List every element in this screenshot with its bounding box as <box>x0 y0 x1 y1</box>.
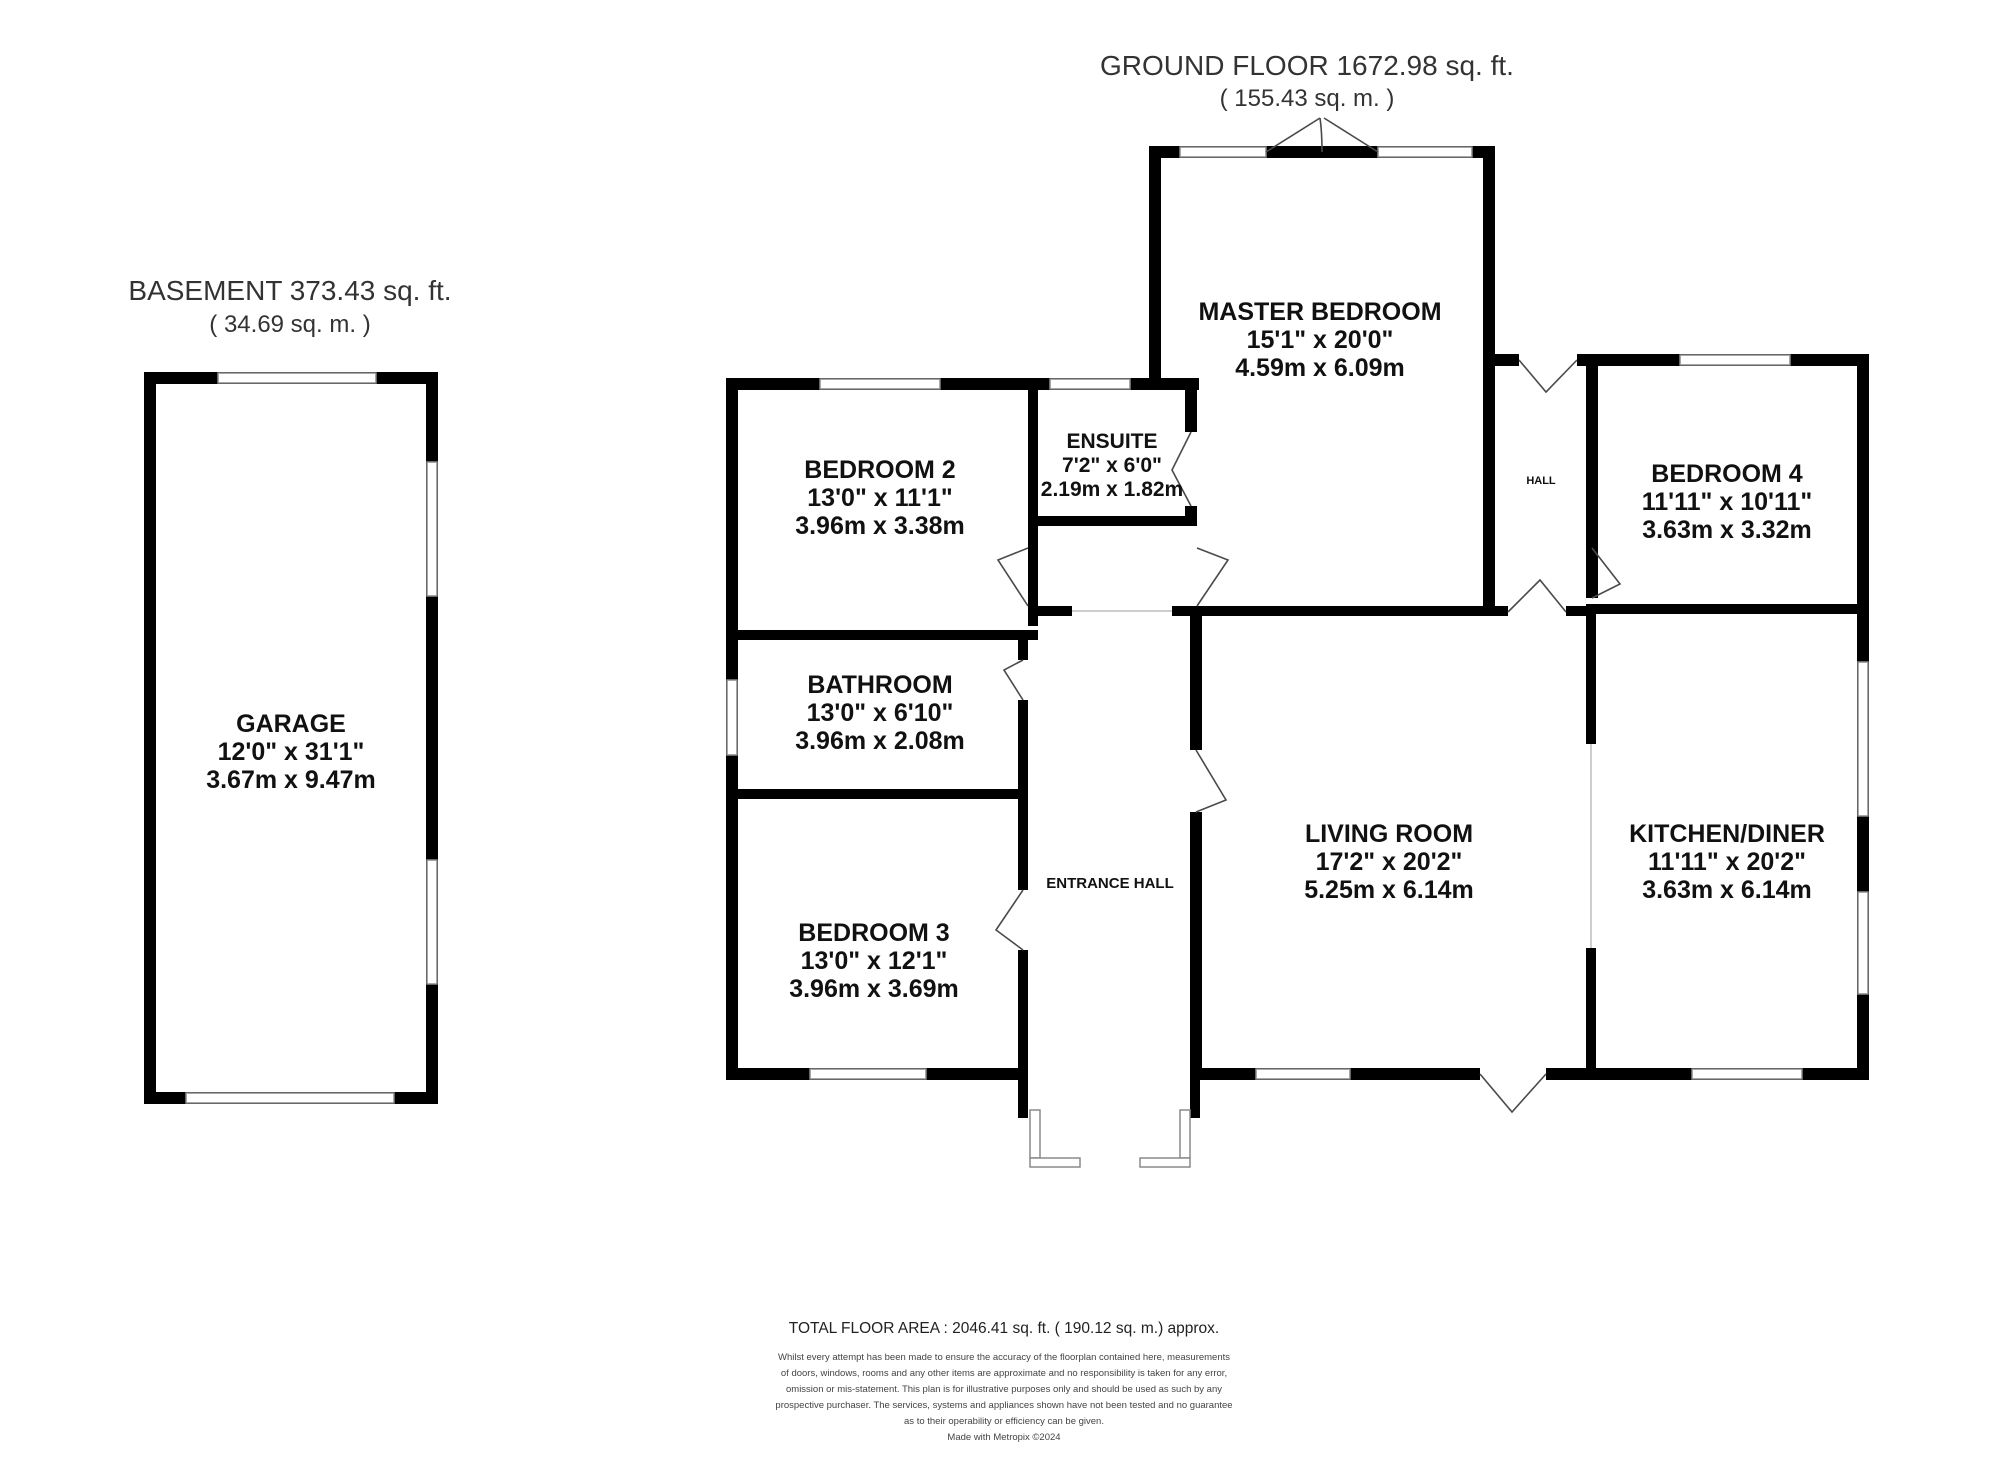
room-imperial-size: 11'11" x 20'2" <box>1648 848 1806 876</box>
room-ensuite: ENSUITE 7'2" x 6'0" 2.19m x 1.82m <box>1041 430 1183 501</box>
room-name: BEDROOM 2 <box>804 456 955 484</box>
room-bedroom-3: BEDROOM 3 13'0" x 12'1" 3.96m x 3.69m <box>789 919 959 1003</box>
room-bedroom-4: BEDROOM 4 11'11" x 10'11" 3.63m x 3.32m <box>1642 460 1812 544</box>
room-metric-size: 3.63m x 3.32m <box>1642 516 1812 544</box>
garage-windows <box>217 372 438 985</box>
room-metric-size: 3.96m x 3.38m <box>795 512 965 540</box>
ground-floor-title: GROUND FLOOR 1672.98 sq. ft. <box>1100 50 1514 81</box>
room-imperial-size: 11'11" x 10'11" <box>1642 488 1812 516</box>
room-master-bedroom: MASTER BEDROOM 15'1" x 20'0" 4.59m x 6.0… <box>1198 298 1441 382</box>
room-name: LIVING ROOM <box>1305 820 1473 848</box>
room-living-room: LIVING ROOM 17'2" x 20'2" 5.25m x 6.14m <box>1304 820 1474 904</box>
disclaimer-line: omission or mis-statement. This plan is … <box>786 1384 1222 1395</box>
disclaimer-line: Whilst every attempt has been made to en… <box>778 1352 1230 1363</box>
room-entrance-hall: ENTRANCE HALL <box>1046 875 1174 892</box>
room-name: MASTER BEDROOM <box>1198 298 1441 326</box>
basement-subtitle: ( 34.69 sq. m. ) <box>209 311 370 338</box>
room-bedroom-2: BEDROOM 2 13'0" x 11'1" 3.96m x 3.38m <box>795 456 965 540</box>
basement-title: BASEMENT 373.43 sq. ft. <box>128 275 451 306</box>
room-name: BEDROOM 4 <box>1651 460 1803 488</box>
room-garage: GARAGE 12'0" x 31'1" 3.67m x 9.47m <box>206 710 376 794</box>
disclaimer-line: as to their operability or efficiency ca… <box>904 1416 1104 1427</box>
room-imperial-size: 13'0" x 11'1" <box>807 484 952 512</box>
room-metric-size: 2.19m x 1.82m <box>1041 478 1183 501</box>
disclaimer: Whilst every attempt has been made to en… <box>775 1352 1232 1427</box>
openings <box>1072 610 1592 948</box>
footer: TOTAL FLOOR AREA : 2046.41 sq. ft. ( 190… <box>775 1320 1232 1443</box>
disclaimer-line: of doors, windows, rooms and any other i… <box>781 1368 1227 1379</box>
room-name: BEDROOM 3 <box>798 919 949 947</box>
room-name: KITCHEN/DINER <box>1629 820 1825 848</box>
garage-door <box>185 1092 395 1104</box>
room-bathroom: BATHROOM 13'0" x 6'10" 3.96m x 2.08m <box>795 671 965 755</box>
room-kitchen-diner: KITCHEN/DINER 11'11" x 20'2" 3.63m x 6.1… <box>1629 820 1825 904</box>
credit-text: Made with Metropix ©2024 <box>947 1432 1060 1443</box>
ground-floor: GROUND FLOOR 1672.98 sq. ft. ( 155.43 sq… <box>726 50 1869 1168</box>
room-name: BATHROOM <box>807 671 952 699</box>
room-metric-size: 3.96m x 2.08m <box>795 727 965 755</box>
room-metric-size: 3.63m x 6.14m <box>1642 876 1812 904</box>
room-name: GARAGE <box>236 710 346 738</box>
room-metric-size: 3.67m x 9.47m <box>206 766 376 794</box>
room-imperial-size: 12'0" x 31'1" <box>218 738 365 766</box>
room-imperial-size: 13'0" x 6'10" <box>807 699 954 727</box>
total-floor-area: TOTAL FLOOR AREA : 2046.41 sq. ft. ( 190… <box>789 1320 1219 1337</box>
room-imperial-size: 15'1" x 20'0" <box>1247 326 1394 354</box>
room-metric-size: 3.96m x 3.69m <box>789 975 959 1003</box>
room-name: ENSUITE <box>1066 430 1157 453</box>
windows <box>726 146 1869 1168</box>
room-imperial-size: 7'2" x 6'0" <box>1062 454 1162 477</box>
room-imperial-size: 17'2" x 20'2" <box>1316 848 1463 876</box>
ground-floor-subtitle: ( 155.43 sq. m. ) <box>1220 85 1395 112</box>
room-imperial-size: 13'0" x 12'1" <box>801 947 948 975</box>
disclaimer-line: prospective purchaser. The services, sys… <box>775 1400 1232 1411</box>
room-metric-size: 5.25m x 6.14m <box>1304 876 1474 904</box>
room-hall: HALL <box>1526 475 1556 487</box>
basement-floor: BASEMENT 373.43 sq. ft. ( 34.69 sq. m. )… <box>128 275 452 1104</box>
doors <box>994 117 1622 1114</box>
room-metric-size: 4.59m x 6.09m <box>1235 354 1405 382</box>
